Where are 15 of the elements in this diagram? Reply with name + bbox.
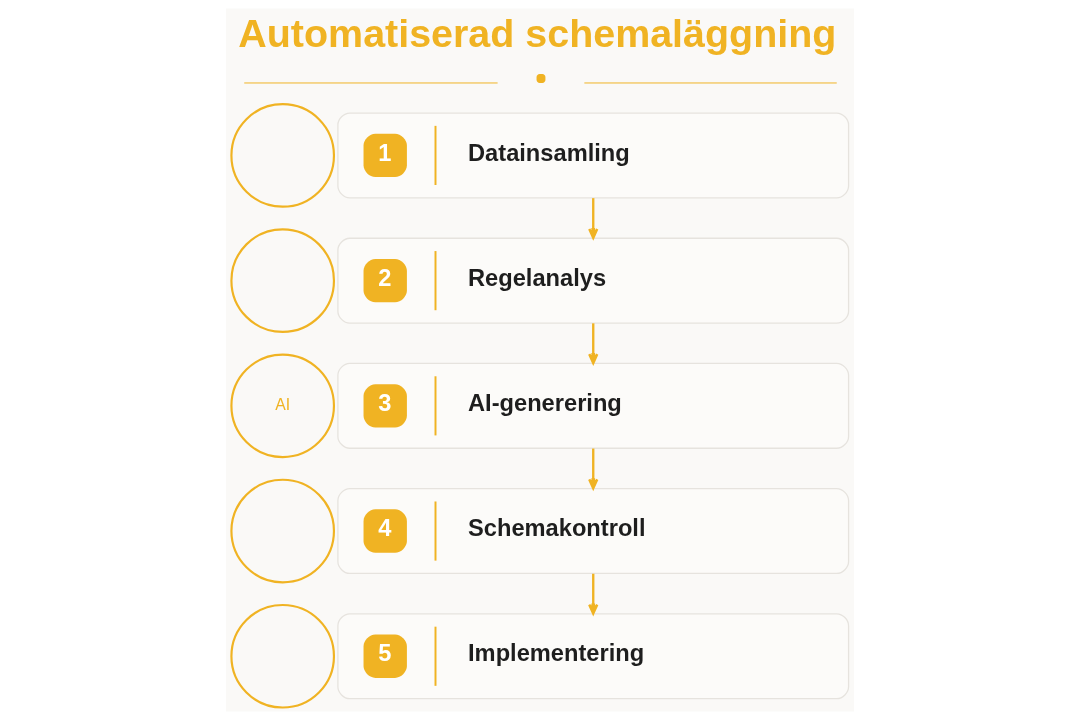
arrow: [588, 323, 599, 365]
node-box: 5 Implementering: [337, 613, 850, 700]
arrow: [588, 448, 599, 490]
node-circle: [230, 103, 336, 208]
node-box: 2 Regelanalys: [337, 237, 850, 324]
node-circle: [230, 478, 336, 584]
node-circle: [230, 603, 336, 709]
node-box: 3 AI-generering: [337, 362, 850, 449]
arrow: [588, 573, 599, 615]
node-box: 4 Schemakontroll: [337, 488, 850, 575]
arrow: [588, 198, 599, 240]
node-circle: [230, 228, 336, 333]
node-circle: AI: [230, 353, 336, 459]
node-box: 1 Datainsamling: [337, 112, 850, 199]
diagram-title: Automatiserad schemaläggning: [238, 11, 837, 56]
